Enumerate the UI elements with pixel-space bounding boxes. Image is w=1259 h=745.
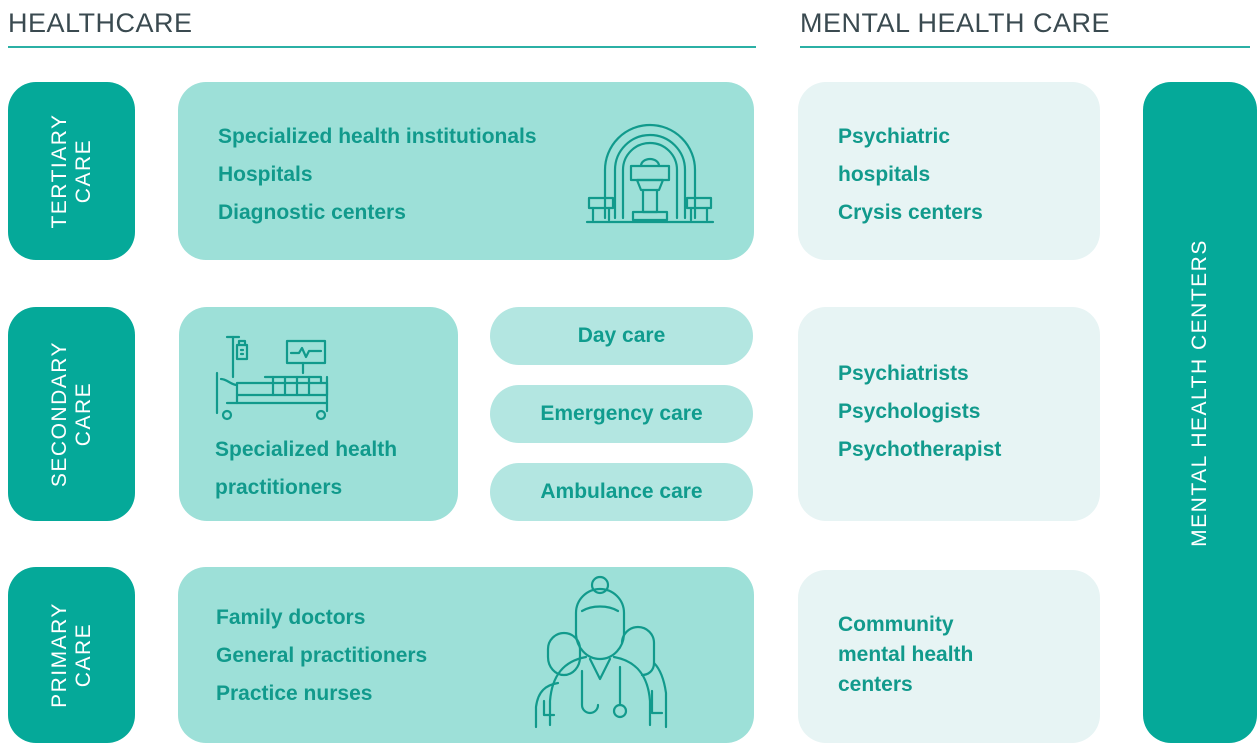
secondary-mental-list: Psychiatrists Psychologists Psychotherap… bbox=[838, 355, 1001, 469]
list-item: Crysis centers bbox=[838, 201, 983, 224]
primary-mental-list: Community mental health centers bbox=[838, 610, 973, 700]
secondary-care-list: Specialized health practitioners bbox=[215, 431, 397, 507]
primary-label-line1: PRIMARY bbox=[47, 602, 71, 708]
ambulance-care-pill: Ambulance care bbox=[490, 463, 753, 521]
psychiatrists-box: Psychiatrists Psychologists Psychotherap… bbox=[798, 307, 1100, 521]
tertiary-mental-list: Psychiatric hospitals Crysis centers bbox=[838, 118, 983, 232]
list-item: Family doctors bbox=[216, 606, 366, 629]
mental-health-centers-bar: MENTAL HEALTH CENTERS bbox=[1143, 82, 1257, 743]
list-item: hospitals bbox=[838, 163, 931, 186]
secondary-care-box: Specialized health practitioners bbox=[179, 307, 458, 521]
list-item: centers bbox=[838, 673, 913, 696]
secondary-label-line1: SECONDARY bbox=[47, 340, 71, 488]
list-item: Psychologists bbox=[838, 400, 981, 423]
list-item: practitioners bbox=[215, 476, 343, 499]
hospital-bed-icon bbox=[215, 335, 329, 421]
emergency-care-label: Emergency care bbox=[540, 402, 703, 425]
healthcare-title: HEALTHCARE bbox=[8, 8, 193, 38]
tertiary-care-list: Specialized health institutionals Hospit… bbox=[218, 118, 537, 232]
primary-care-list: Family doctors General practitioners Pra… bbox=[216, 599, 427, 713]
healthcare-divider bbox=[8, 46, 756, 48]
medical-staff-icon bbox=[534, 575, 668, 729]
primary-care-box: Family doctors General practitioners Pra… bbox=[178, 567, 754, 743]
list-item: Psychiatrists bbox=[838, 362, 969, 385]
list-item: Psychotherapist bbox=[838, 438, 1002, 461]
list-item: Specialized health bbox=[215, 438, 398, 461]
tertiary-label-line1: TERTIARY bbox=[47, 113, 71, 229]
primary-label-line2: CARE bbox=[71, 622, 95, 688]
mental-health-title: MENTAL HEALTH CARE bbox=[800, 8, 1111, 38]
list-item: Hospitals bbox=[218, 163, 313, 186]
list-item: mental health bbox=[838, 643, 974, 666]
community-mental-health-box: Community mental health centers bbox=[798, 570, 1100, 743]
list-item: Diagnostic centers bbox=[218, 201, 406, 224]
tertiary-care-box: Specialized health institutionals Hospit… bbox=[178, 82, 754, 260]
secondary-label-line2: CARE bbox=[71, 381, 95, 447]
ambulance-care-label: Ambulance care bbox=[540, 480, 703, 503]
mri-scanner-icon bbox=[585, 123, 715, 224]
list-item: Psychiatric bbox=[838, 125, 951, 148]
list-item: Community bbox=[838, 613, 954, 636]
secondary-care-tab: SECONDARY CARE bbox=[8, 307, 135, 521]
mental-health-centers-label: MENTAL HEALTH CENTERS bbox=[1188, 238, 1211, 547]
list-item: Practice nurses bbox=[216, 682, 373, 705]
tertiary-care-tab: TERTIARY CARE bbox=[8, 82, 135, 260]
emergency-care-pill: Emergency care bbox=[490, 385, 753, 443]
psychiatric-hospitals-box: Psychiatric hospitals Crysis centers bbox=[798, 82, 1100, 260]
list-item: General practitioners bbox=[216, 644, 428, 667]
mental-health-divider bbox=[800, 46, 1250, 48]
primary-care-tab: PRIMARY CARE bbox=[8, 567, 135, 743]
tertiary-label-line2: CARE bbox=[71, 138, 95, 204]
day-care-pill: Day care bbox=[490, 307, 753, 365]
list-item: Specialized health institutionals bbox=[218, 125, 537, 148]
day-care-label: Day care bbox=[577, 324, 666, 347]
